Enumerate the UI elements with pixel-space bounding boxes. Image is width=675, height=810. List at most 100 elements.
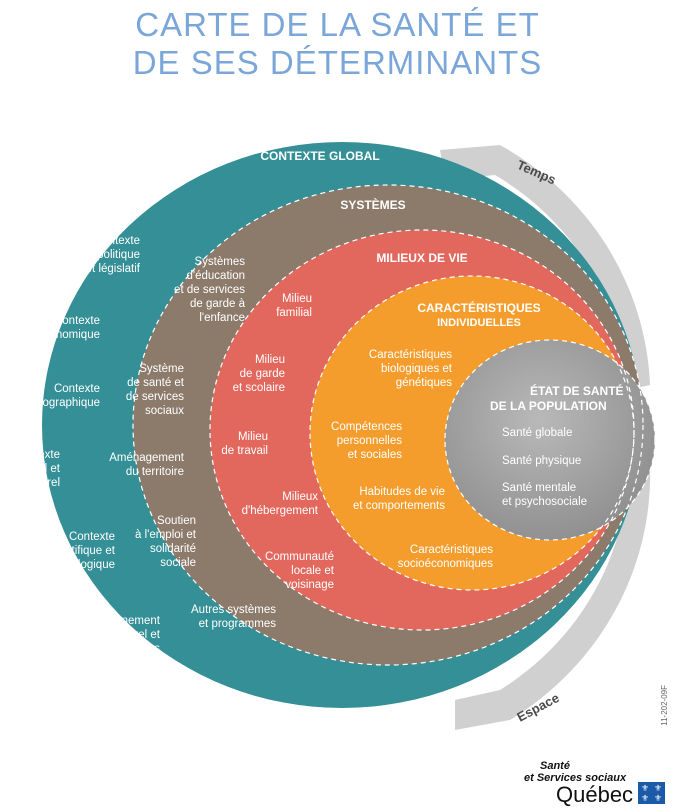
contexte-item-4: Contexte social et culturel	[14, 449, 61, 489]
systemes-item-2-line-3: de services	[126, 391, 184, 403]
dashed-etat	[444, 339, 656, 541]
systemes-item-5-line-2: et programmes	[199, 618, 277, 630]
systemes-item-1-line-1: Systèmes	[195, 256, 246, 268]
systemes-item-4-line-1: Soutien	[157, 515, 196, 527]
contexte-item-2-line-1: Contexte	[54, 315, 100, 327]
milieux-item-3-line-1: Milieu	[238, 431, 268, 443]
contexte-item-6-line-3: écosystèmes	[93, 643, 160, 655]
milieux-item-2-line-2: de garde	[240, 368, 285, 380]
document-code: 11-202-09F	[660, 685, 669, 726]
contexte-item-4-line-3: culturel	[23, 477, 60, 489]
contexte-item-1-line-2: politique	[97, 249, 140, 261]
contexte-item-6-line-2: naturel et	[112, 629, 161, 641]
systemes-item-2-line-1: Système	[139, 363, 184, 375]
systemes-item-1-line-3: et de services	[174, 284, 245, 296]
logo-line-2: et Services sociaux	[524, 772, 627, 784]
milieux-item-4-line-2: d'hébergement	[242, 505, 319, 517]
dashed-caract	[309, 275, 635, 591]
caract-item-1-line-1: Caractéristiques	[369, 349, 452, 361]
systemes-item-1-line-5: l'enfance	[199, 312, 245, 324]
systemes-item-1-line-4: de garde à	[190, 298, 246, 310]
milieux-item-1-line-2: familial	[276, 307, 312, 319]
caract-item-2: Compétences personnelles et sociales	[331, 421, 402, 461]
ring-etat-de-sante	[445, 340, 655, 540]
contexte-item-6-line-1: Environnement	[83, 615, 161, 627]
systemes-item-5: Autres systèmes et programmes	[191, 604, 276, 630]
milieux-item-5-line-1: Communauté	[265, 551, 334, 563]
caract-item-4-line-2: socioéconomiques	[398, 558, 494, 570]
heading-milieux-de-vie: MILIEUX DE VIE	[376, 251, 467, 265]
caract-item-4-line-1: Caractéristiques	[410, 544, 493, 556]
fleur-de-lys-flag-icon: ⚜⚜ ⚜⚜	[638, 782, 665, 804]
heading-etat-line-2: DE LA POPULATION	[490, 399, 607, 413]
contexte-item-5-line-3: technologique	[43, 559, 115, 571]
milieux-item-5-line-2: locale et	[291, 565, 335, 577]
caract-item-3: Habitudes de vie et comportements	[353, 486, 445, 512]
contexte-item-3-line-2: démographique	[20, 397, 100, 409]
milieux-item-5: Communauté locale et voisinage	[265, 551, 335, 591]
milieux-item-5-line-3: voisinage	[285, 579, 334, 591]
heading-contexte-global: CONTEXTE GLOBAL	[260, 149, 379, 163]
contexte-item-1: Contexte politique et législatif	[86, 235, 141, 275]
systemes-item-1: Systèmes d'éducation et de services de gard…	[174, 256, 246, 324]
contexte-item-4-line-1: Contexte	[14, 449, 60, 461]
quebec-logo: Santé et Services sociaux Québec ⚜⚜ ⚜⚜	[524, 760, 669, 808]
caract-item-4: Caractéristiques socioéconomiques	[398, 544, 494, 570]
milieux-item-3-line-2: de travail	[221, 445, 268, 457]
contexte-item-5: Contexte scientifique et technologique	[43, 531, 115, 571]
dashed-systemes	[132, 184, 644, 666]
heading-caract-line-2: INDIVIDUELLES	[437, 317, 521, 329]
etat-item-3-line-2: et psychosociale	[502, 496, 587, 508]
contexte-item-1-line-1: Contexte	[94, 235, 140, 247]
contexte-item-2: Contexte économique	[37, 315, 100, 341]
etat-item-3-line-1: Santé mentale	[502, 482, 576, 494]
systemes-item-2-line-2: de santé et	[127, 377, 185, 389]
logo-line-3: Québec	[556, 782, 634, 807]
milieux-item-1-line-1: Milieu	[282, 293, 312, 305]
page-title-line-2: DE SES DÉTERMINANTS	[132, 44, 543, 81]
milieux-item-2-line-3: et scolaire	[233, 382, 285, 394]
milieux-item-2-line-1: Milieu	[255, 354, 285, 366]
caract-item-2-line-2: personnelles	[337, 435, 402, 447]
heading-etat-line-1: ÉTAT DE SANTÉ	[530, 383, 624, 398]
milieux-item-2: Milieu de garde et scolaire	[233, 354, 285, 394]
contexte-item-3-line-1: Contexte	[54, 383, 100, 395]
contexte-item-5-line-1: Contexte	[69, 531, 115, 543]
milieux-item-4-line-1: Milieux	[282, 491, 318, 503]
caract-item-2-line-3: et sociales	[348, 449, 403, 461]
systemes-item-2: Système de santé et de services sociaux	[126, 363, 185, 417]
systemes-item-1-line-2: d'éducation	[187, 270, 245, 282]
etat-item-2-line-1: Santé physique	[502, 455, 581, 467]
contexte-item-2-line-2: économique	[37, 329, 100, 341]
milieux-item-4: Milieux d'hébergement	[242, 491, 319, 517]
systemes-item-5-line-1: Autres systèmes	[191, 604, 276, 616]
systemes-item-4: Soutien à l'emploi et solidarité sociale	[135, 515, 197, 569]
caract-item-3-line-1: Habitudes de vie	[359, 486, 445, 498]
systemes-item-3-line-2: du territoire	[126, 466, 184, 478]
milieux-item-3: Milieu de travail	[221, 431, 268, 457]
caract-item-2-line-1: Compétences	[331, 421, 402, 433]
contexte-item-1-line-3: et législatif	[86, 263, 141, 275]
page-title-line-1: CARTE DE LA SANTÉ ET	[135, 6, 540, 43]
systemes-item-4-line-2: à l'emploi et	[135, 529, 197, 541]
contexte-item-3: Contexte démographique	[20, 383, 100, 409]
systemes-item-3: Aménagement du territoire	[109, 452, 185, 478]
etat-item-1: Santé globale	[502, 427, 572, 439]
caract-item-1-line-2: biologiques et	[381, 363, 453, 375]
contexte-item-4-line-2: social et	[18, 463, 61, 475]
logo-line-1: Santé	[540, 760, 570, 772]
dashed-milieux	[209, 229, 635, 631]
systemes-item-4-line-3: solidarité	[150, 543, 196, 555]
etat-item-3: Santé mentale et psychosociale	[502, 482, 587, 508]
contexte-item-5-line-2: scientifique et	[45, 545, 116, 557]
etat-item-1-line-1: Santé globale	[502, 427, 572, 439]
heading-caract-line-1: CARACTÉRISTIQUES	[417, 300, 540, 315]
caract-item-3-line-2: et comportements	[353, 500, 445, 512]
systemes-item-4-line-4: sociale	[160, 557, 196, 569]
systemes-item-2-line-4: sociaux	[145, 405, 184, 417]
heading-systemes: SYSTÈMES	[340, 197, 405, 212]
systemes-item-3-line-1: Aménagement	[109, 452, 185, 464]
milieux-item-1: Milieu familial	[276, 293, 312, 319]
